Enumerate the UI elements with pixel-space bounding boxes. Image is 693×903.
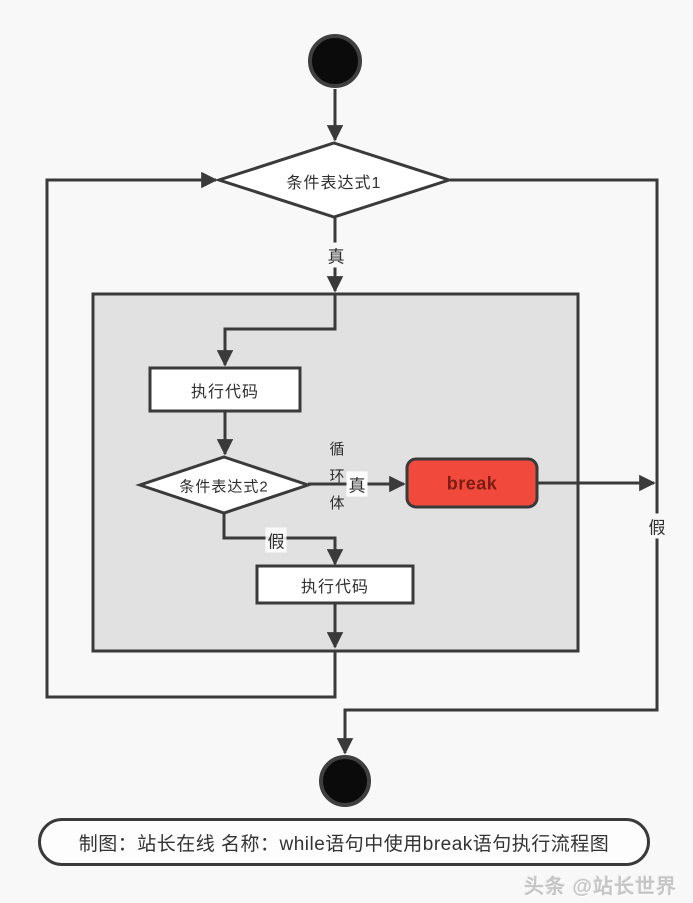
break-label: break xyxy=(446,473,498,494)
start-node xyxy=(308,34,362,88)
edge-condition1-false-to-end xyxy=(336,178,659,755)
condition1-label: 条件表达式1 xyxy=(286,175,382,192)
caption-box: 制图：站长在线 名称：while语句中使用break语句执行流程图 xyxy=(38,818,650,866)
loop-body-label: 循环体 xyxy=(329,441,345,512)
false-label-outer: 假 xyxy=(646,513,668,539)
execute1-box xyxy=(148,366,302,413)
execute1-label: 执行代码 xyxy=(190,384,260,401)
caption-text: 制图：站长在线 名称：while语句中使用break语句执行流程图 xyxy=(78,833,610,855)
true-label-inner: 真 xyxy=(346,471,368,497)
watermark-text: 头条 @站长世界 xyxy=(523,876,677,898)
edge-loopbody-to-execute1 xyxy=(216,294,337,367)
false-label-inner: 假 xyxy=(265,527,287,553)
condition2-label: 条件表达式2 xyxy=(179,478,269,496)
condition2-diamond xyxy=(135,455,313,515)
end-node xyxy=(319,755,371,807)
condition1-diamond xyxy=(214,141,454,219)
execute2-label: 执行代码 xyxy=(300,579,370,596)
execute2-box xyxy=(255,564,415,605)
break-box xyxy=(405,457,539,509)
true-label-outer: 真 xyxy=(325,242,347,268)
edge-loopback-to-condition1 xyxy=(45,171,337,699)
